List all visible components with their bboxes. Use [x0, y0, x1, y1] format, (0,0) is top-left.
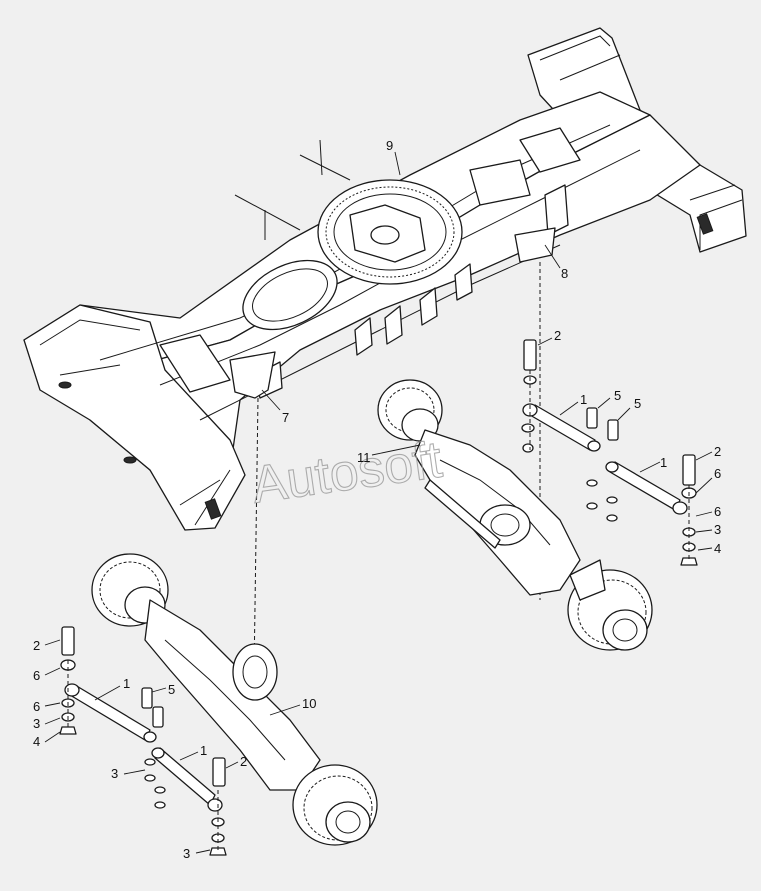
slewing-ring — [317, 179, 463, 285]
axle-rear — [91, 553, 378, 846]
callout-8: 8 — [561, 266, 568, 281]
cylinder-c — [69, 684, 151, 741]
callout-3-b: 3 — [33, 716, 40, 731]
callout-10: 10 — [302, 696, 316, 711]
front-hardware — [521, 339, 698, 566]
callout-1-b: 1 — [660, 455, 667, 470]
callout-3-a: 3 — [714, 522, 721, 537]
bracket-left — [229, 351, 276, 399]
frame-opening — [242, 259, 338, 331]
watermark: Autosoft — [248, 431, 446, 515]
callout-2-c: 2 — [33, 638, 40, 653]
callout-11: 11 — [357, 450, 371, 465]
cylinder-a — [529, 404, 596, 451]
callout-3-d: 3 — [183, 846, 190, 861]
callout-5-a: 5 — [614, 388, 621, 403]
callout-6-c: 6 — [33, 668, 40, 683]
callout-6-b: 6 — [714, 504, 721, 519]
rear-hardware — [59, 626, 227, 856]
callout-4-b: 4 — [33, 734, 40, 749]
callout-5-b: 5 — [634, 396, 641, 411]
callout-1-c: 1 — [123, 676, 130, 691]
callout-6-a: 6 — [714, 466, 721, 481]
callout-2-a: 2 — [554, 328, 561, 343]
callout-7: 7 — [282, 410, 289, 425]
callout-2-d: 2 — [240, 754, 247, 769]
callouts: 9 8 7 11 10 2 1 5 5 1 2 6 6 3 4 2 6 — [33, 138, 721, 861]
axle-front — [377, 379, 653, 651]
callout-1-d: 1 — [200, 743, 207, 758]
callout-9: 9 — [386, 138, 393, 153]
callout-5-c: 5 — [168, 682, 175, 697]
callout-2-b: 2 — [714, 444, 721, 459]
callout-1-a: 1 — [580, 392, 587, 407]
callout-4-a: 4 — [714, 541, 721, 556]
callout-6-d: 6 — [33, 699, 40, 714]
callout-3-c: 3 — [111, 766, 118, 781]
